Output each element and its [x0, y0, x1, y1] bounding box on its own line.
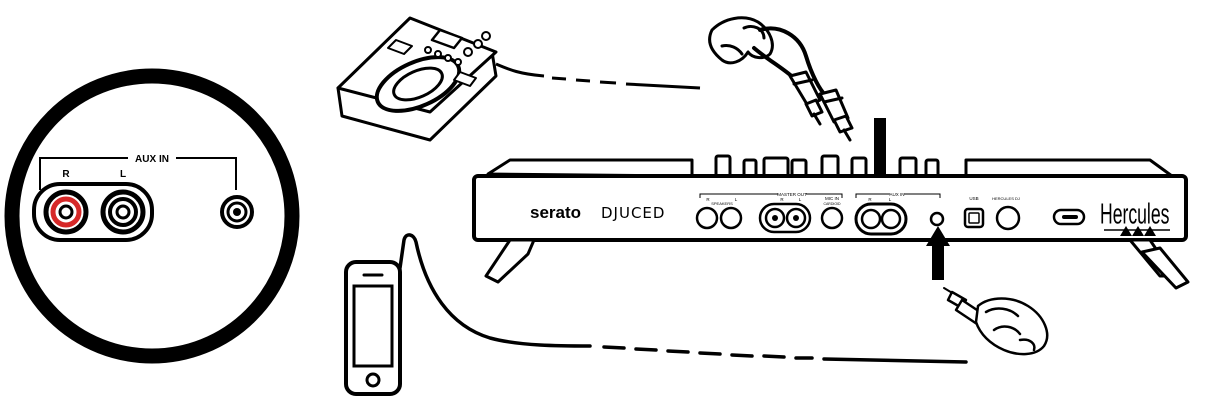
mini-jack-3-5mm	[220, 195, 254, 229]
rca-cable-hand-icon	[708, 16, 854, 142]
svg-text:MASTER OUT: MASTER OUT	[777, 192, 807, 197]
aux-mini-jack	[929, 211, 945, 227]
serato-logo: serato	[530, 203, 581, 222]
kensington-lock-slot	[1052, 208, 1086, 226]
speaker-jack-l	[719, 206, 743, 230]
cd-player-icon	[336, 16, 498, 142]
mic-in-section: MIC IN CARDIOID	[820, 196, 844, 230]
controller-feet	[484, 238, 1190, 290]
power-jack	[995, 205, 1021, 231]
mic-in-jack	[820, 206, 844, 230]
aux-in-group-label: AUX IN	[135, 154, 169, 165]
aux-rca-l	[880, 208, 902, 230]
usb-section: USB	[963, 196, 985, 229]
djuced-logo: DJUCED	[601, 204, 665, 222]
aux-in-bracket	[39, 157, 237, 190]
master-out-section: MASTER OUT SPEAKERS R L R L	[695, 192, 843, 234]
svg-text:Hercules: Hercules	[1100, 200, 1170, 231]
left-deck-top	[486, 158, 694, 178]
insert-mini-jack-arrow-icon	[926, 226, 950, 280]
svg-text:CARDIOID: CARDIOID	[823, 202, 841, 206]
svg-text:MIC IN: MIC IN	[825, 196, 839, 201]
svg-text:USB: USB	[969, 196, 978, 201]
svg-text:AUX IN: AUX IN	[889, 192, 904, 197]
aux-in-left-label: L	[120, 169, 126, 180]
right-deck-top	[964, 158, 1174, 178]
aux-rca-r	[860, 208, 882, 230]
svg-text:L: L	[735, 197, 738, 202]
svg-text:L: L	[799, 197, 802, 202]
dj-controller-rear: serato DJUCED Hercules MASTER OUT SPEAKE…	[472, 154, 1190, 290]
hercules-logo: Hercules	[1100, 200, 1170, 236]
svg-text:R: R	[868, 197, 872, 202]
rca-jack-right	[43, 189, 89, 235]
svg-text:L: L	[889, 197, 892, 202]
smartphone-cable	[398, 233, 968, 364]
svg-text:R: R	[706, 197, 710, 202]
speaker-jack-r	[695, 206, 719, 230]
aux-in-section: AUX IN R L	[854, 192, 945, 236]
mini-jack-hand-icon	[943, 287, 1049, 356]
aux-in-right-label: R	[62, 169, 70, 180]
aux-in-zoom-panel: AUX IN R L	[4, 68, 300, 364]
power-section: HERCULES DJ	[992, 196, 1021, 231]
smartphone-icon	[344, 260, 402, 396]
cd-player-cable	[495, 62, 701, 90]
svg-text:SPEAKERS: SPEAKERS	[711, 201, 733, 206]
rca-jack-left	[100, 189, 146, 235]
svg-text:R: R	[780, 197, 784, 202]
svg-text:HERCULES DJ: HERCULES DJ	[992, 196, 1020, 201]
